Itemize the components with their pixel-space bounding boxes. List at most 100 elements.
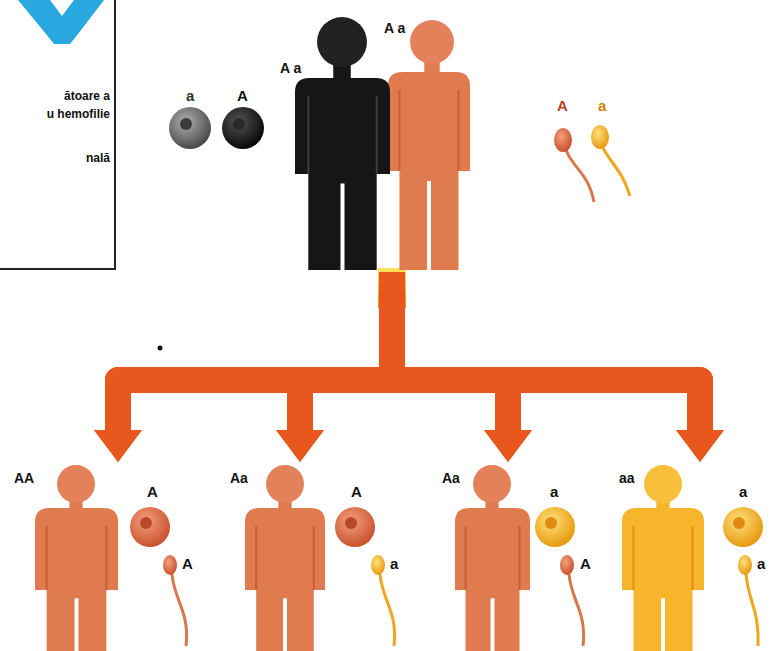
arrow-head: [676, 430, 724, 462]
allele-label: A: [557, 98, 568, 115]
parent-sperm: [554, 125, 630, 202]
figure-body: [35, 508, 118, 651]
sperm-head: [371, 555, 385, 575]
genotype-label: A a: [280, 60, 301, 76]
figure-drawing: [278, 12, 400, 272]
egg-cell: [222, 107, 264, 149]
arm-line: [255, 526, 257, 590]
sperm-tail: [746, 574, 758, 646]
sperm-tail: [569, 574, 584, 646]
sperm-tail: [380, 574, 395, 646]
arrow-shaft: [392, 272, 508, 432]
figure-body: [295, 78, 390, 270]
sperm-head: [163, 555, 177, 575]
person-figure: A a: [278, 12, 400, 272]
person-figure: Aa: [440, 462, 540, 651]
allele-label: A: [147, 484, 158, 501]
arrow-shaft: [392, 272, 700, 432]
inheritance-arrow: [392, 272, 724, 462]
allele-label: a: [739, 484, 747, 501]
person-figure: Aa: [228, 462, 333, 651]
allele-label: A: [351, 484, 362, 501]
legend-box: ătoare a u hemofilie nală: [0, 0, 116, 270]
arrow-head: [276, 430, 324, 462]
figure-drawing: [12, 462, 127, 651]
egg-nucleus: [733, 517, 745, 529]
parent-eggs: [169, 107, 264, 149]
arrow-head: [276, 430, 324, 462]
egg-nucleus: [233, 118, 245, 130]
sperm-head: [738, 555, 752, 575]
allele-label: A: [580, 556, 591, 573]
figure-head: [644, 465, 682, 503]
genotype-label: aa: [619, 470, 635, 486]
person-figure: AA: [12, 462, 127, 651]
inheritance-arrow: [276, 272, 392, 462]
arrow-shaft: [392, 272, 508, 432]
logo-mark: [18, 0, 104, 44]
allele-label: a: [186, 88, 194, 105]
figure-drawing: [228, 462, 333, 651]
arrow-head: [94, 430, 142, 462]
dot: [158, 346, 163, 351]
figure-head: [266, 465, 304, 503]
allele-label: a: [598, 98, 606, 115]
sperm-tail: [603, 148, 630, 196]
egg-nucleus: [180, 118, 192, 130]
egg-cell: [169, 107, 211, 149]
egg-nucleus: [345, 517, 357, 529]
inheritance-arrow: [94, 272, 392, 462]
arm-line: [458, 90, 460, 171]
arm-line: [313, 526, 315, 590]
logo-shape: [0, 0, 118, 60]
arrow-head: [484, 430, 532, 462]
arrow-shaft: [300, 272, 392, 432]
arm-line: [519, 526, 521, 590]
genotype-label: AA: [14, 470, 34, 486]
egg-cell: [130, 507, 170, 547]
arm-line: [46, 526, 48, 590]
figure-drawing: [440, 462, 540, 651]
legend-text: nală: [86, 152, 110, 166]
figure-body: [245, 508, 325, 651]
sperm-tail: [566, 150, 594, 202]
allele-label: A: [237, 88, 248, 105]
genotype-label: Aa: [230, 470, 248, 486]
sperm-tail: [172, 574, 187, 646]
arm-line: [307, 96, 309, 174]
legend-text: ătoare a: [64, 90, 110, 104]
legend-text: u hemofilie: [47, 108, 110, 122]
figure-drawing: [380, 12, 475, 272]
genotype-label: Aa: [442, 470, 460, 486]
arrow-shaft: [392, 272, 700, 432]
arrow-shaft: [300, 272, 392, 432]
allele-label: a: [550, 484, 558, 501]
egg-nucleus: [545, 517, 557, 529]
figure-head: [473, 465, 511, 503]
figure-drawing: [618, 462, 713, 651]
sperm-head: [554, 128, 572, 152]
figure-body: [622, 508, 704, 651]
arrow-shaft: [118, 272, 392, 432]
inheritance-arrow: [94, 272, 392, 462]
arm-line: [105, 526, 107, 590]
sperm-head: [591, 125, 609, 149]
figure-head: [410, 20, 454, 64]
figure-body: [455, 508, 530, 651]
sperm-head: [560, 555, 574, 575]
arm-line: [398, 90, 400, 171]
egg-cell: [535, 507, 575, 547]
arrow-shaft: [118, 272, 392, 432]
arm-line: [632, 526, 634, 590]
egg-cell: [723, 507, 763, 547]
arrow-head: [484, 430, 532, 462]
arrow-head: [94, 430, 142, 462]
inheritance-arrow: [392, 272, 724, 462]
genotype-label: A a: [384, 20, 405, 36]
person-figure: aa: [618, 462, 713, 651]
arm-line: [376, 96, 378, 174]
arrow-head: [676, 430, 724, 462]
person-figure: A a: [380, 12, 475, 272]
egg-nucleus: [140, 517, 152, 529]
